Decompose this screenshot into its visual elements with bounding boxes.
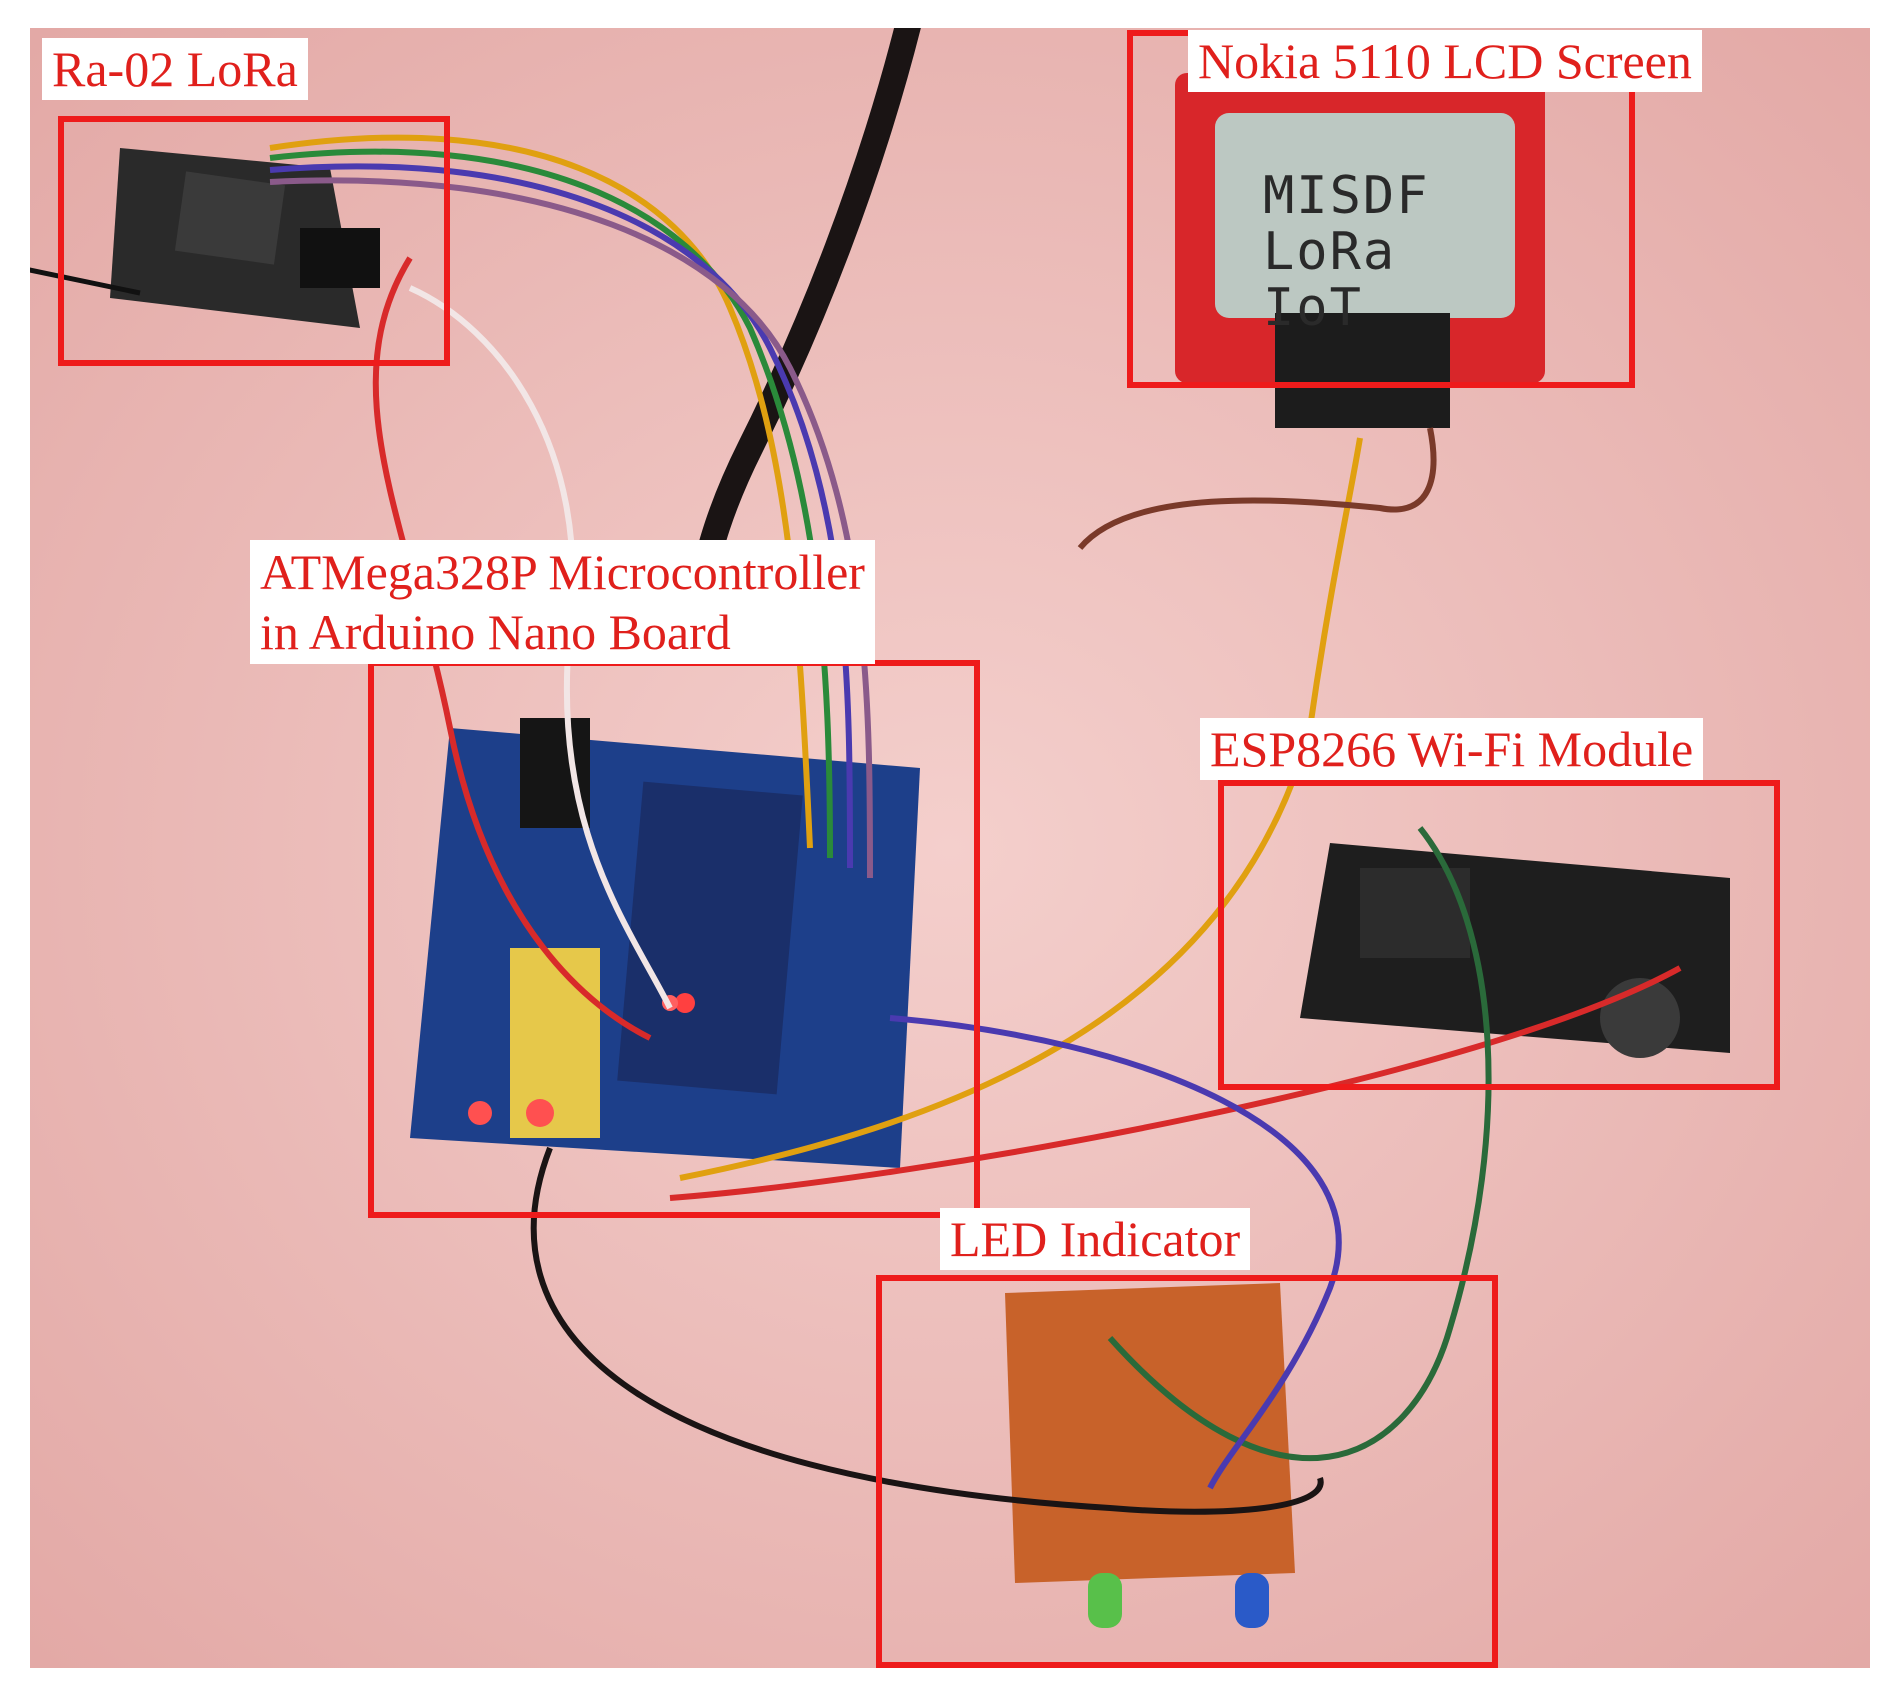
lcd-line-3: IoT [1263, 278, 1363, 338]
wires [269, 134, 1682, 1515]
usb-cable [687, 28, 921, 592]
lcd-line-1: MISDF [1263, 166, 1430, 226]
mcu-label: ATMega328P Microcontroller in Arduino Na… [250, 540, 875, 664]
arduino-shield [410, 718, 920, 1168]
mcu-label-line-1: ATMega328P Microcontroller [260, 544, 865, 600]
lcd-board [1175, 73, 1545, 428]
wifi-highlight-box [1218, 780, 1780, 1090]
lora-module [30, 148, 380, 328]
lcd-screen-text: MISDF LoRa IoT [1263, 168, 1523, 336]
photo: MISDF LoRa IoT Ra-02 LoRa Nokia 5110 LCD… [30, 28, 1870, 1668]
lora-highlight-box [58, 116, 450, 366]
lcd-label: Nokia 5110 LCD Screen [1188, 30, 1702, 92]
mcu-label-line-2: in Arduino Nano Board [260, 604, 731, 660]
led-label: LED Indicator [940, 1208, 1251, 1270]
scene-illustration [30, 28, 1870, 1668]
lora-label: Ra-02 LoRa [42, 38, 308, 100]
mcu-highlight-box [368, 660, 980, 1218]
led-highlight-box [876, 1275, 1498, 1668]
lcd-line-2: LoRa [1263, 222, 1397, 282]
wifi-label: ESP8266 Wi-Fi Module [1200, 718, 1704, 780]
esp8266-module [1300, 843, 1730, 1058]
